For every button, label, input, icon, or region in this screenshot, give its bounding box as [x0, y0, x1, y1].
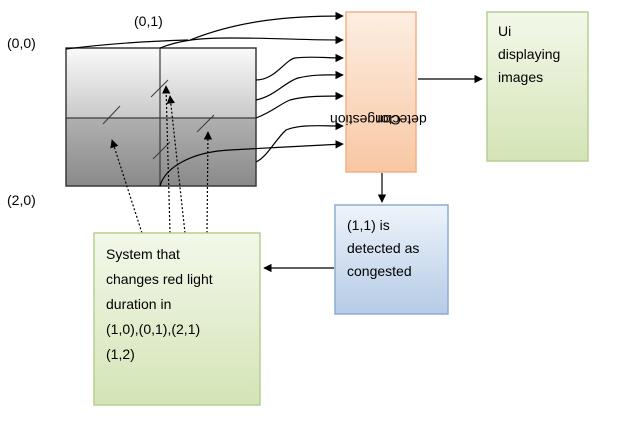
coordinate-top-left: (0,0): [7, 35, 36, 51]
red-light-system-label-line5: (1,2): [106, 346, 135, 362]
red-light-system-label: System that changes red light duration i…: [106, 242, 258, 367]
congested-detected-box: [334, 204, 449, 315]
coordinate-top-middle: (0,1): [134, 13, 163, 29]
congested-detected-label-line1: (1,1) is: [347, 217, 390, 233]
congested-detected-label-line2: detected as: [347, 240, 420, 256]
intersection-grid: [65, 47, 257, 187]
camera-feed-arrows: [159, 11, 344, 187]
congested-detected-label-line3: congested: [347, 263, 412, 279]
ui-display-label-line3: images: [498, 69, 544, 85]
control-dotted-arrows: [110, 85, 213, 234]
ui-display-label-line2: displaying: [498, 46, 561, 62]
congestion-detector-box: [345, 11, 417, 173]
red-light-system-box: [93, 232, 261, 406]
ui-display-label-line1: Ui: [498, 23, 512, 39]
congested-detected-label: (1,1) is detected as congested: [347, 214, 445, 283]
grid-top-line: [65, 39, 189, 50]
red-light-system-label-line1: System that: [106, 246, 180, 262]
red-light-system-label-line2: changes red light: [106, 271, 213, 287]
ui-display-label: Ui displaying images: [498, 20, 584, 89]
congestion-detector-label: Congestion detector: [330, 80, 427, 160]
coordinate-bottom-left: (2,0): [7, 192, 36, 208]
red-light-system-label-line4: (1,0),(0,1),(2,1): [106, 321, 201, 337]
red-light-system-label-line3: duration in: [106, 296, 172, 312]
ui-display-box: [486, 11, 589, 162]
congestion-detector-label-line2: detector: [375, 112, 427, 128]
